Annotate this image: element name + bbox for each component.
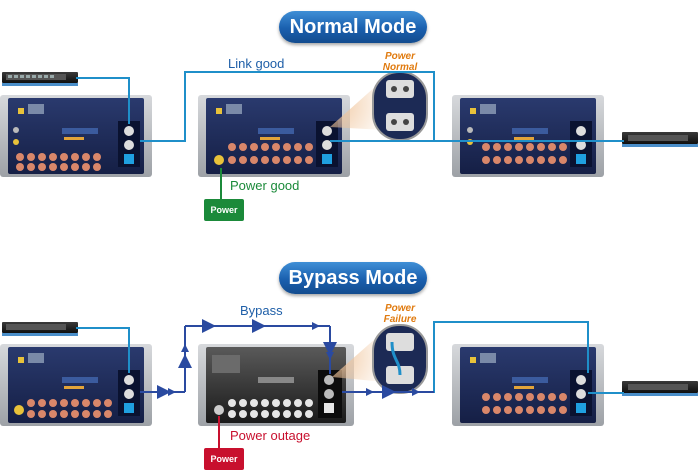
industrial-switch-icon <box>0 95 152 177</box>
link-good-label: Link good <box>228 56 285 71</box>
bypass-relay-icon <box>330 71 428 141</box>
bypass-arrows <box>140 319 434 399</box>
industrial-switch-icon <box>452 344 604 426</box>
power-failure-callout: Power Failure <box>370 303 430 325</box>
industrial-switch-icon <box>0 344 152 426</box>
arrow-heads <box>168 322 420 396</box>
bypass-mode-title: Bypass Mode <box>279 262 427 294</box>
industrial-switch-icon <box>198 95 350 177</box>
callout-line-1: Power <box>384 303 415 314</box>
power-outage-label: Power outage <box>230 428 311 443</box>
network-switch-icon <box>2 72 78 86</box>
network-switch-icon <box>622 381 698 396</box>
network-switch-icon <box>622 132 698 147</box>
callout-line-2: Failure <box>383 314 417 325</box>
link-lines-bypass <box>76 321 624 394</box>
power-good-label: Power good <box>230 178 300 193</box>
callout-line-2: Normal <box>382 62 418 73</box>
callout-line-1: Power <box>384 51 415 62</box>
bypass-label: Bypass <box>240 303 283 318</box>
network-switch-icon <box>2 322 78 336</box>
industrial-switch-icon <box>198 344 354 426</box>
power-normal-callout: Power Normal <box>370 51 430 73</box>
power-supply-icon: Power <box>204 448 244 470</box>
power-supply-icon: Power <box>204 199 244 221</box>
industrial-switch-icon <box>452 95 604 177</box>
normal-mode-title: Normal Mode <box>279 11 427 43</box>
link-lines-normal <box>76 71 624 142</box>
